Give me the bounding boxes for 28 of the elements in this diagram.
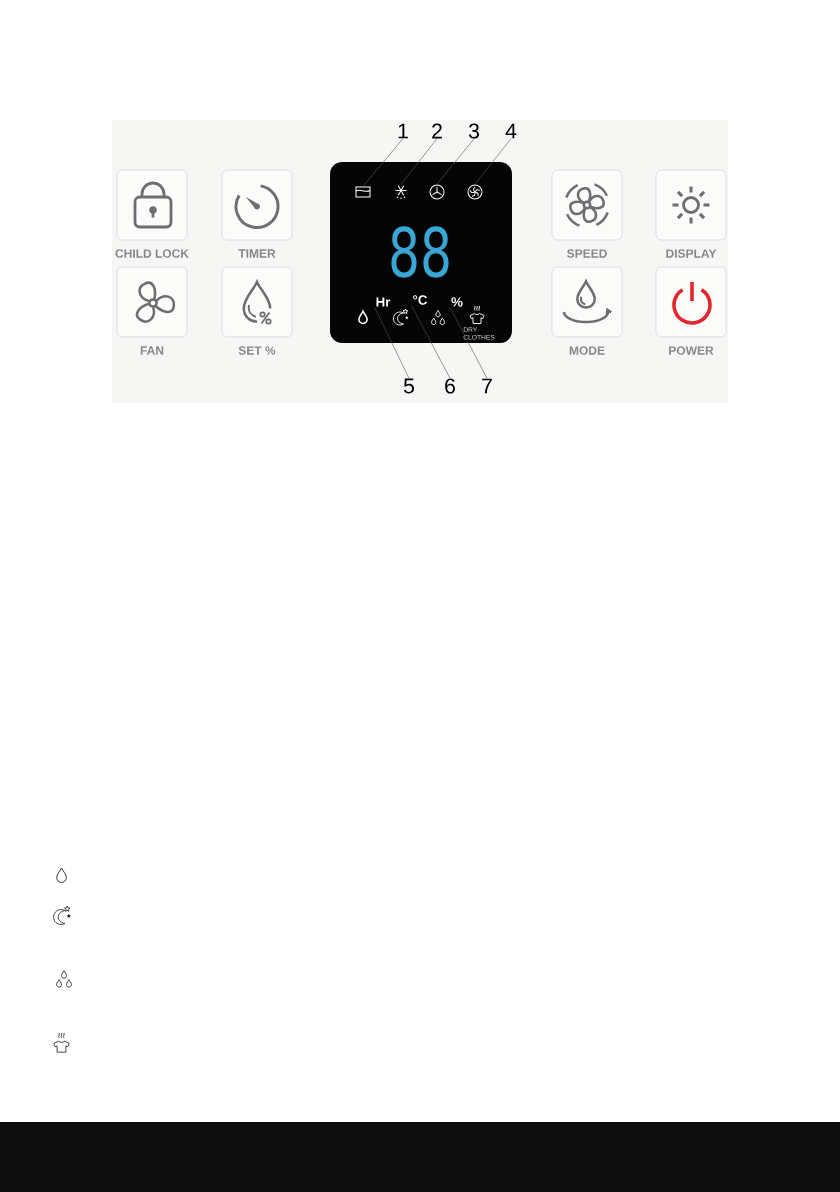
indicator-label: °C	[413, 295, 428, 305]
control-button: POWER	[655, 266, 727, 355]
indicator-label: Hr	[376, 297, 391, 307]
callout-number: 3	[468, 123, 479, 139]
water-tank-icon	[355, 186, 371, 198]
control-button: SET %	[221, 266, 293, 355]
leader-line	[374, 307, 410, 379]
callout-number: 5	[403, 378, 415, 394]
leader-line	[436, 138, 475, 185]
callout-number: 1	[398, 123, 408, 139]
leader-line	[400, 138, 438, 185]
indicator-label: %	[451, 297, 463, 307]
control-button: MODE	[551, 266, 623, 355]
leader-line	[411, 305, 451, 379]
control-button: CHILD LOCK	[115, 169, 189, 258]
leader-line	[449, 307, 488, 379]
snowflake-icon	[395, 185, 407, 200]
fan-icon	[429, 184, 445, 200]
callout-number: 7	[482, 378, 492, 394]
control-button: DISPLAY	[655, 169, 727, 258]
fan-icon	[467, 184, 483, 200]
leader-line	[362, 138, 404, 187]
control-button: FAN	[116, 266, 188, 355]
callout-number: 6	[445, 378, 455, 394]
callout-number: 4	[505, 123, 517, 139]
callout-number: 2	[432, 123, 442, 139]
control-button: TIMER	[221, 169, 293, 258]
leader-line	[474, 138, 512, 185]
